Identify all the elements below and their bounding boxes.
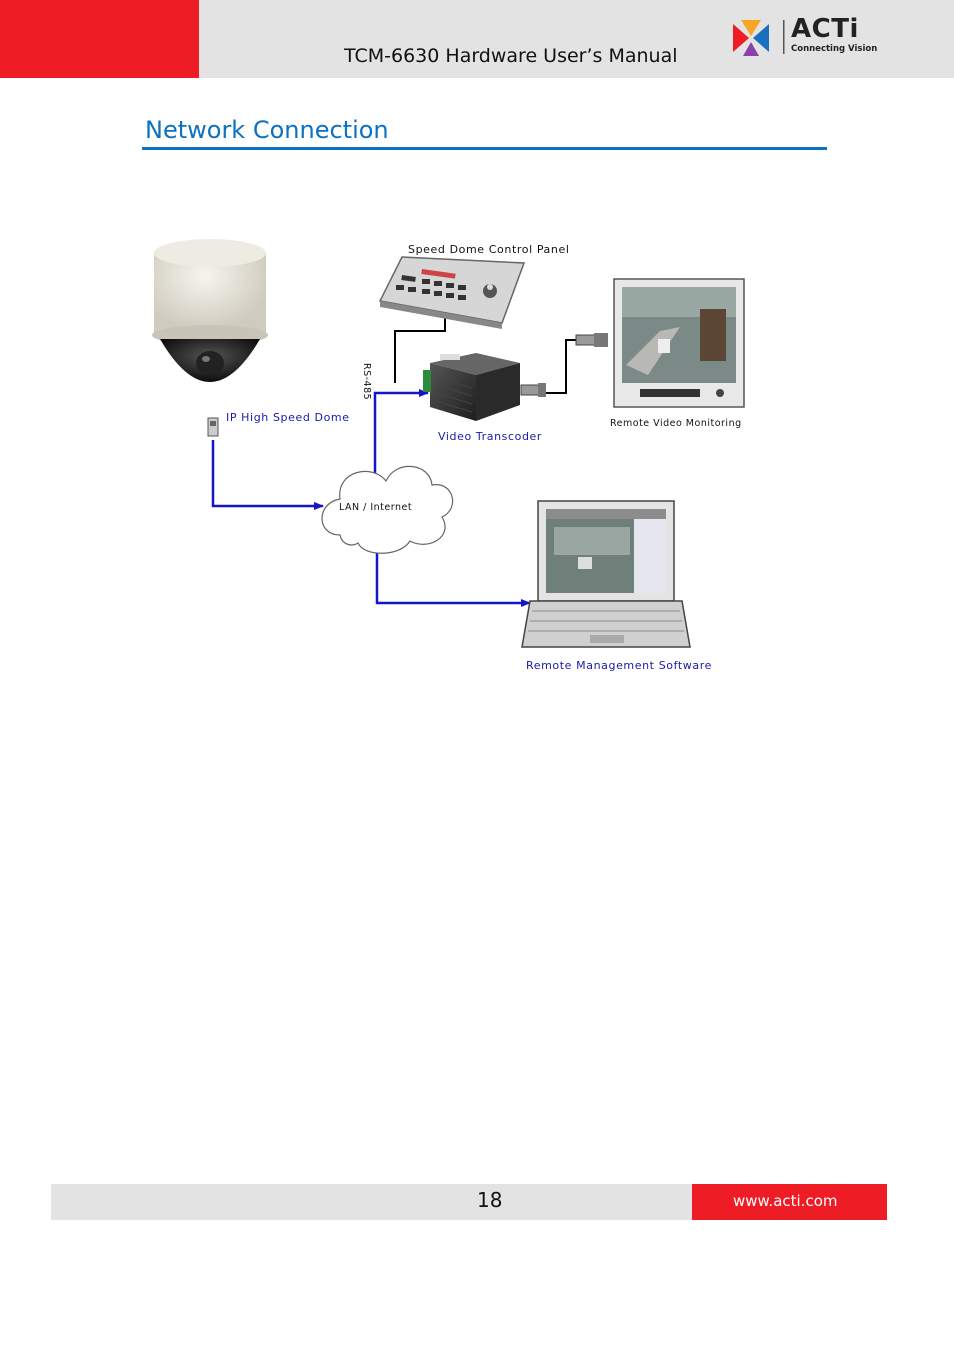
lan-internet-cloud	[321, 465, 454, 554]
page-number: 18	[477, 1188, 503, 1212]
remote-software-label: Remote Management Software	[526, 659, 712, 672]
control-panel-label: Speed Dome Control Panel	[408, 243, 570, 256]
section-title: Network Connection	[145, 116, 389, 144]
transcoder-label: Video Transcoder	[438, 430, 543, 443]
footer-red-block	[692, 1184, 887, 1220]
lan-internet-label: LAN / Internet	[339, 502, 413, 513]
bnc-connector-icon	[575, 333, 608, 347]
video-transcoder-device	[423, 353, 520, 421]
speed-dome-control-panel	[378, 256, 526, 329]
footer-bar	[51, 1184, 692, 1220]
header-bar	[199, 0, 954, 78]
acti-logo-icon	[733, 20, 785, 56]
remote-video-monitor	[613, 278, 745, 408]
bnc-connector-icon	[520, 383, 546, 397]
header-red-block	[0, 0, 199, 78]
remote-monitoring-label: Remote Video Monitoring	[610, 418, 742, 429]
section-divider	[142, 147, 827, 150]
laptop-computer	[521, 500, 691, 648]
document-title: TCM-6630 Hardware User’s Manual	[344, 45, 678, 67]
ip-speed-dome-camera	[152, 239, 268, 382]
diagram-drawing	[152, 239, 745, 648]
rs485-label: RS-485	[361, 363, 372, 401]
logo-tagline: Connecting Vision	[791, 44, 878, 54]
website-link[interactable]: www.acti.com	[733, 1192, 838, 1210]
network-connection-diagram: Speed Dome Control Panel RS-485 IP High …	[140, 235, 760, 685]
logo-wordmark: ACTi	[791, 14, 859, 44]
ip-dome-label: IP High Speed Dome	[226, 411, 350, 424]
ethernet-plug-icon	[207, 417, 219, 437]
